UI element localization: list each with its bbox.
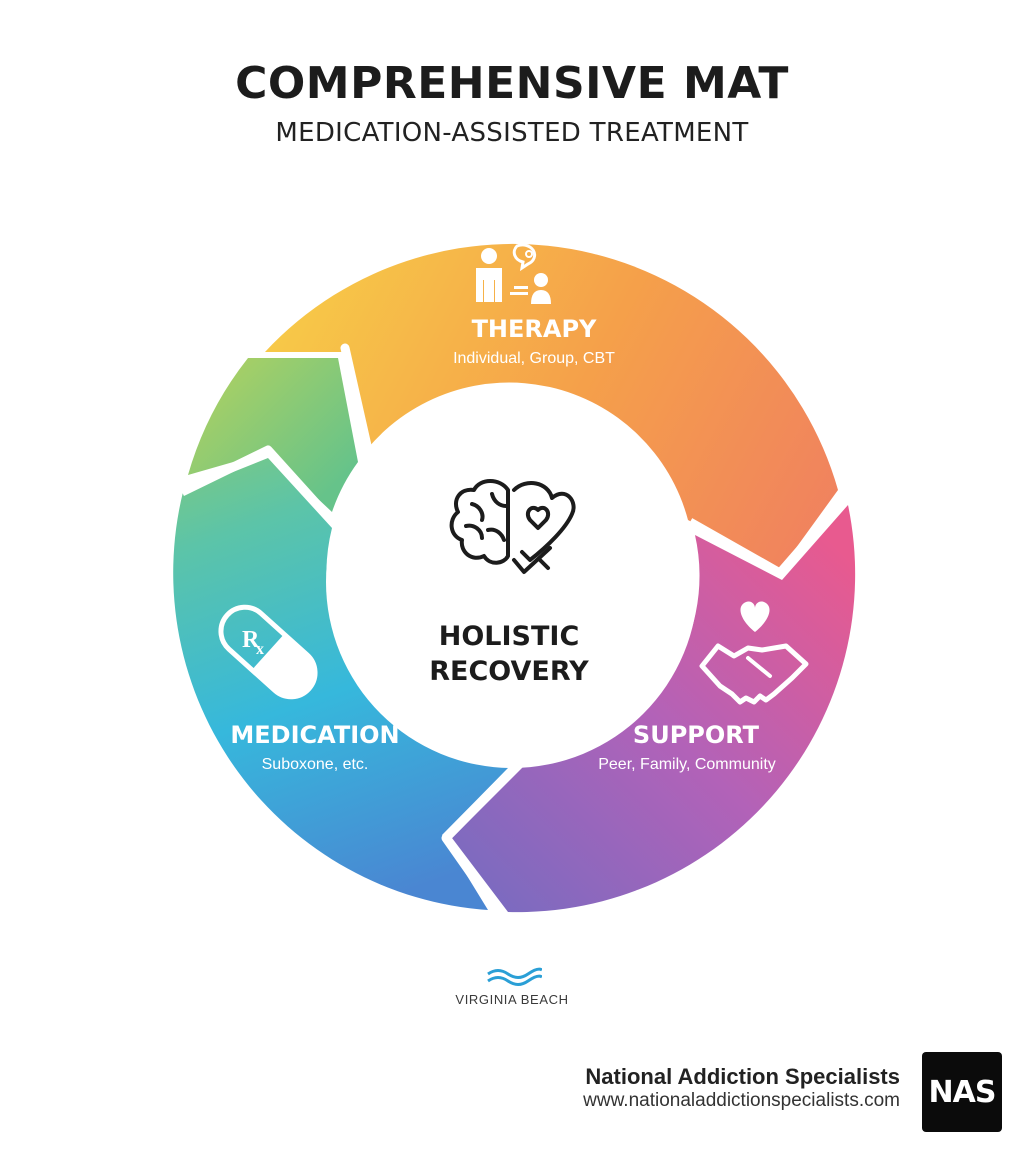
nas-logo-text: NAS <box>928 1074 997 1110</box>
center-label-line1: HOLISTIC <box>439 621 580 652</box>
rx-capsule-icon: R x <box>218 604 318 700</box>
location-label: VIRGINIA BEACH <box>455 992 569 1007</box>
page-title: COMPREHENSIVE MAT <box>235 58 789 109</box>
page-subtitle: MEDICATION-ASSISTED TREATMENT <box>275 118 749 148</box>
medication-subtitle: Suboxone, etc. <box>262 756 369 773</box>
segment-medication <box>173 458 518 910</box>
svg-text:x: x <box>256 641 264 658</box>
footer-url[interactable]: www.nationaladdictionspecialists.com <box>583 1090 900 1111</box>
therapy-session-icon <box>476 243 551 304</box>
segment-medication-cap <box>188 358 358 512</box>
footer-organization: National Addiction Specialists <box>585 1064 900 1089</box>
nas-logo: NAS <box>922 1052 1002 1132</box>
support-subtitle: Peer, Family, Community <box>598 756 776 773</box>
center-circle <box>326 396 698 768</box>
waves-icon <box>487 967 542 986</box>
center-label-line2: RECOVERY <box>429 656 589 687</box>
support-title: SUPPORT <box>633 721 760 749</box>
medication-title: MEDICATION <box>230 721 399 749</box>
svg-text:R: R <box>242 627 260 653</box>
brain-heart-icon <box>449 479 576 574</box>
handshake-heart-icon <box>699 601 809 705</box>
therapy-title: THERAPY <box>472 315 597 343</box>
therapy-subtitle: Individual, Group, CBT <box>453 350 615 367</box>
segment-therapy <box>265 243 838 570</box>
